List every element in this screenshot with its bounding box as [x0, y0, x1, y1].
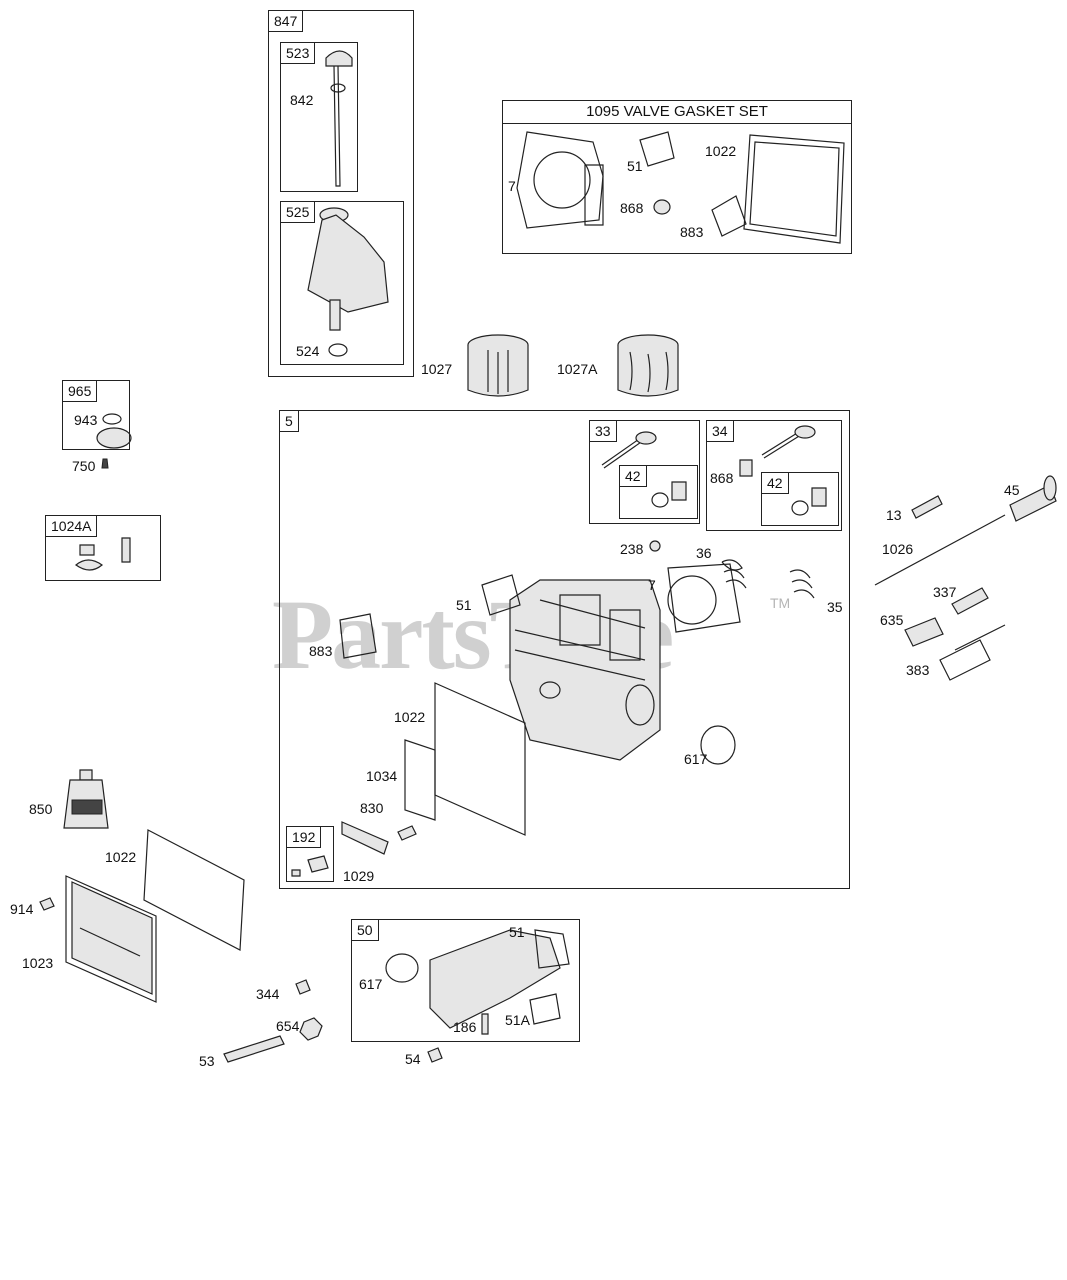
label-51-head: 51 [456, 597, 472, 613]
label-238: 238 [620, 541, 644, 557]
label-868-head: 868 [710, 470, 734, 486]
sealant-tube-drawing [63, 769, 109, 829]
label-617-head: 617 [684, 751, 708, 767]
oil-filter-1027a-drawing [617, 334, 679, 397]
valve-gasket-set-drawing [516, 131, 845, 244]
group-42a-box: 42 [619, 465, 698, 519]
group-33-box: 33 [589, 420, 700, 524]
valve-gasket-set-box: 1095 VALVE GASKET SET [502, 100, 852, 254]
group-50-box: 50 [351, 919, 580, 1042]
group-965-box: 965 [62, 380, 130, 450]
governor-1024a-drawing [75, 537, 131, 571]
group-192-tag: 192 [286, 826, 322, 848]
intake-manifold-drawing [385, 929, 570, 1035]
label-635: 635 [880, 612, 904, 628]
plate-965-drawing [96, 427, 132, 449]
oil-filter-1027-drawing [467, 334, 529, 397]
label-344: 344 [256, 986, 280, 1002]
label-383: 383 [906, 662, 930, 678]
nut-654-drawing [299, 1017, 323, 1041]
valve-33-drawing [601, 431, 687, 508]
label-1022-cover: 1022 [105, 849, 137, 865]
group-5-tag: 5 [279, 410, 299, 432]
screw-344-drawing [295, 979, 311, 995]
screw-750-drawing [101, 458, 109, 469]
label-35: 35 [827, 599, 843, 615]
label-7-gasket-set: 7 [508, 178, 516, 194]
group-5-box: 5 [279, 410, 850, 889]
label-1029: 1029 [343, 868, 375, 884]
label-1022-head: 1022 [394, 709, 426, 725]
group-1024a-box: 1024A [45, 515, 161, 581]
label-850: 850 [29, 801, 53, 817]
group-192-box: 192 [286, 826, 334, 882]
cylinder-head-drawing [291, 540, 815, 877]
label-524: 524 [296, 343, 320, 359]
label-883-gasket-set: 883 [680, 224, 704, 240]
label-7-head: 7 [648, 577, 656, 593]
group-42a-tag: 42 [619, 465, 647, 487]
group-50-tag: 50 [351, 919, 379, 941]
valve-gasket-set-title: 1095 VALVE GASKET SET [503, 101, 851, 124]
label-1023: 1023 [22, 955, 54, 971]
label-750: 750 [72, 458, 96, 474]
valve-34-drawing [739, 425, 827, 516]
label-51-manifold: 51 [509, 924, 525, 940]
group-42b-tag: 42 [761, 472, 789, 494]
dipstick-drawing [325, 50, 353, 187]
label-830: 830 [360, 800, 384, 816]
label-51-gasket-set: 51 [627, 158, 643, 174]
label-45: 45 [1004, 482, 1020, 498]
valve-cover-drawing [39, 829, 245, 1003]
group-34-tag: 34 [706, 420, 734, 442]
group-1024a-tag: 1024A [45, 515, 98, 537]
label-1034: 1034 [366, 768, 398, 784]
label-914: 914 [10, 901, 34, 917]
group-525-box: 525 [280, 201, 404, 365]
label-1027a: 1027A [557, 361, 598, 377]
label-337: 337 [933, 584, 957, 600]
group-42b-box: 42 [761, 472, 839, 526]
label-654: 654 [276, 1018, 300, 1034]
right-side-parts-drawing [874, 475, 1057, 681]
label-617-manifold: 617 [359, 976, 383, 992]
label-1027: 1027 [421, 361, 453, 377]
group-965-tag: 965 [62, 380, 98, 402]
label-842: 842 [290, 92, 314, 108]
label-1022-gasket-set: 1022 [705, 143, 737, 159]
group-523-box: 523 [280, 42, 358, 192]
screw-54-drawing [427, 1047, 443, 1063]
group-34-box: 34 [706, 420, 842, 531]
label-1026: 1026 [882, 541, 914, 557]
group-33-tag: 33 [589, 420, 617, 442]
label-53: 53 [199, 1053, 215, 1069]
label-883-head: 883 [309, 643, 333, 659]
label-54: 54 [405, 1051, 421, 1067]
label-13: 13 [886, 507, 902, 523]
group-525-tag: 525 [280, 201, 316, 223]
group-847-box: 847 [268, 10, 414, 377]
label-943: 943 [74, 412, 98, 428]
dipstick-tube-drawing [307, 207, 389, 357]
label-36: 36 [696, 545, 712, 561]
label-51a: 51A [505, 1012, 530, 1028]
group-847-tag: 847 [268, 10, 304, 32]
group-523-tag: 523 [280, 42, 316, 64]
gasket-943-drawing [102, 413, 122, 425]
watermark-trademark: TM [770, 595, 791, 611]
label-868-gasket-set: 868 [620, 200, 644, 216]
label-186: 186 [453, 1019, 477, 1035]
stud-53-drawing [223, 1035, 285, 1063]
